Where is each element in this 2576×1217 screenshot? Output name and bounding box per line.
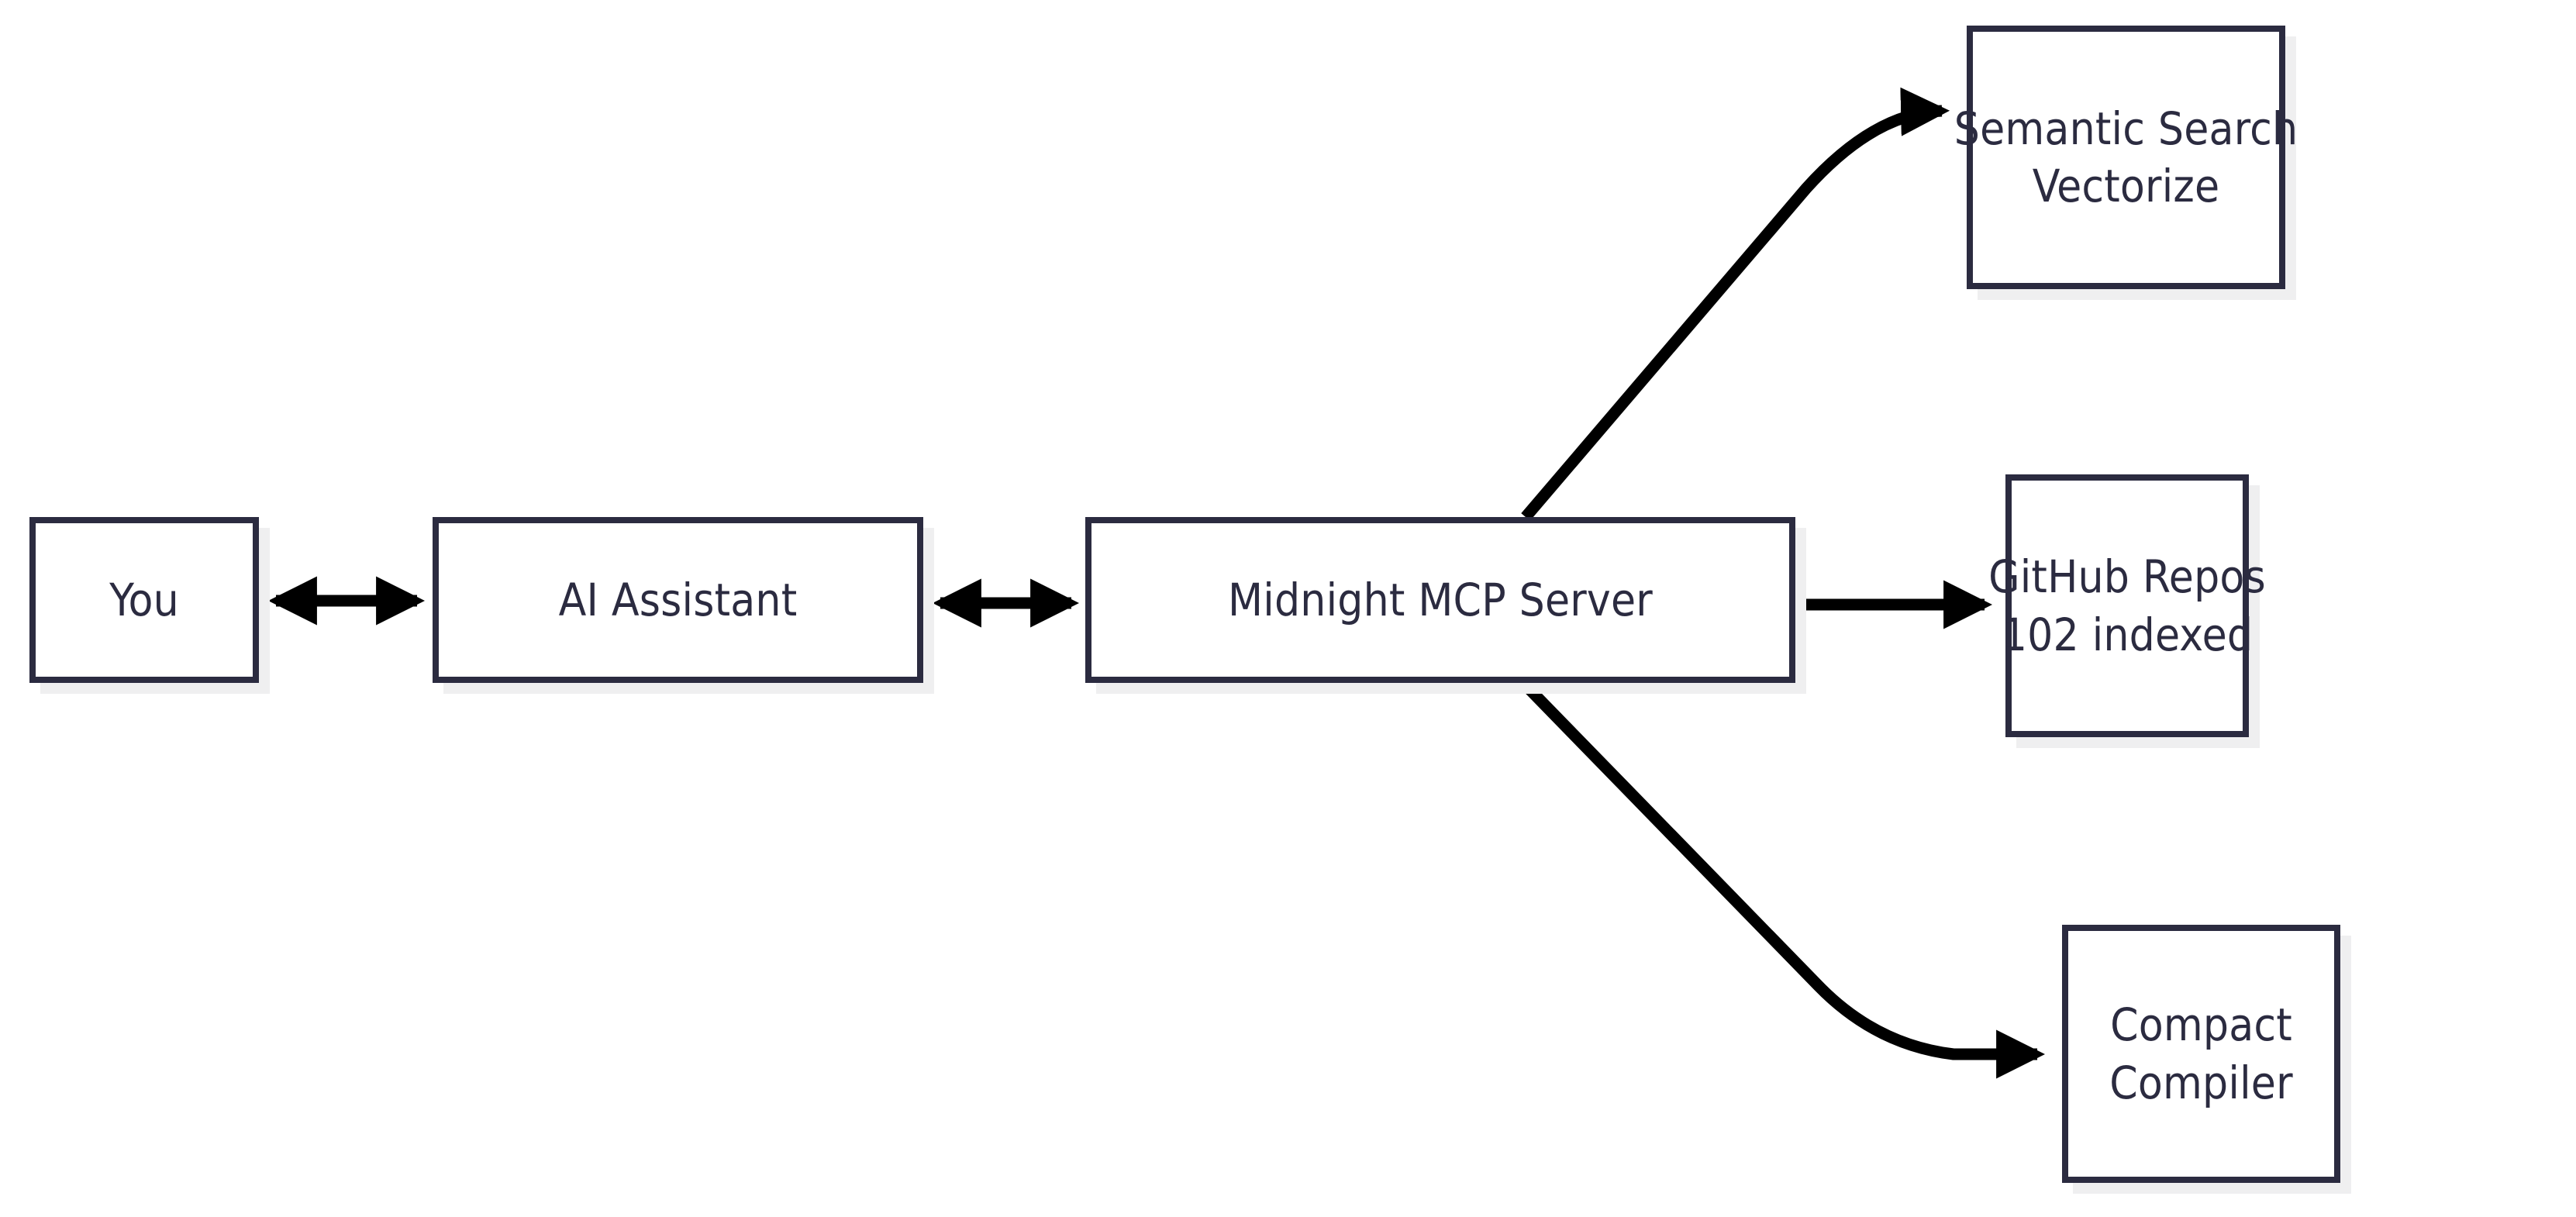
node-ai-assistant-label-line-1: AI Assistant	[558, 573, 798, 626]
node-you-label-line-1: You	[109, 573, 179, 626]
node-semantic-search-label-line-1: Semantic Search	[1954, 102, 2298, 155]
node-github-repos[interactable]: GitHub Repos 102 indexed	[1988, 474, 2266, 737]
edge-mcp-compact	[1521, 681, 2046, 1079]
node-midnight-mcp-server-label-line-1: Midnight MCP Server	[1228, 573, 1653, 626]
node-semantic-search-label-line-2: Vectorize	[2032, 160, 2220, 212]
node-you[interactable]: You	[29, 517, 259, 683]
node-github-repos-label-line-1: GitHub Repos	[1988, 550, 2266, 604]
node-github-repos-label-line-2: 102 indexed	[2001, 608, 2254, 661]
node-semantic-search[interactable]: Semantic Search Vectorize	[1954, 26, 2298, 289]
node-ai-assistant[interactable]: AI Assistant	[433, 517, 923, 683]
node-compact-compiler-label-line-1: Compact	[2110, 998, 2292, 1052]
node-compact-compiler-label-line-2: Compiler	[2109, 1056, 2293, 1109]
edge-mcp-semantic	[1521, 87, 1950, 521]
node-compact-compiler[interactable]: Compact Compiler	[2062, 925, 2340, 1183]
node-midnight-mcp-server[interactable]: Midnight MCP Server	[1085, 517, 1795, 683]
